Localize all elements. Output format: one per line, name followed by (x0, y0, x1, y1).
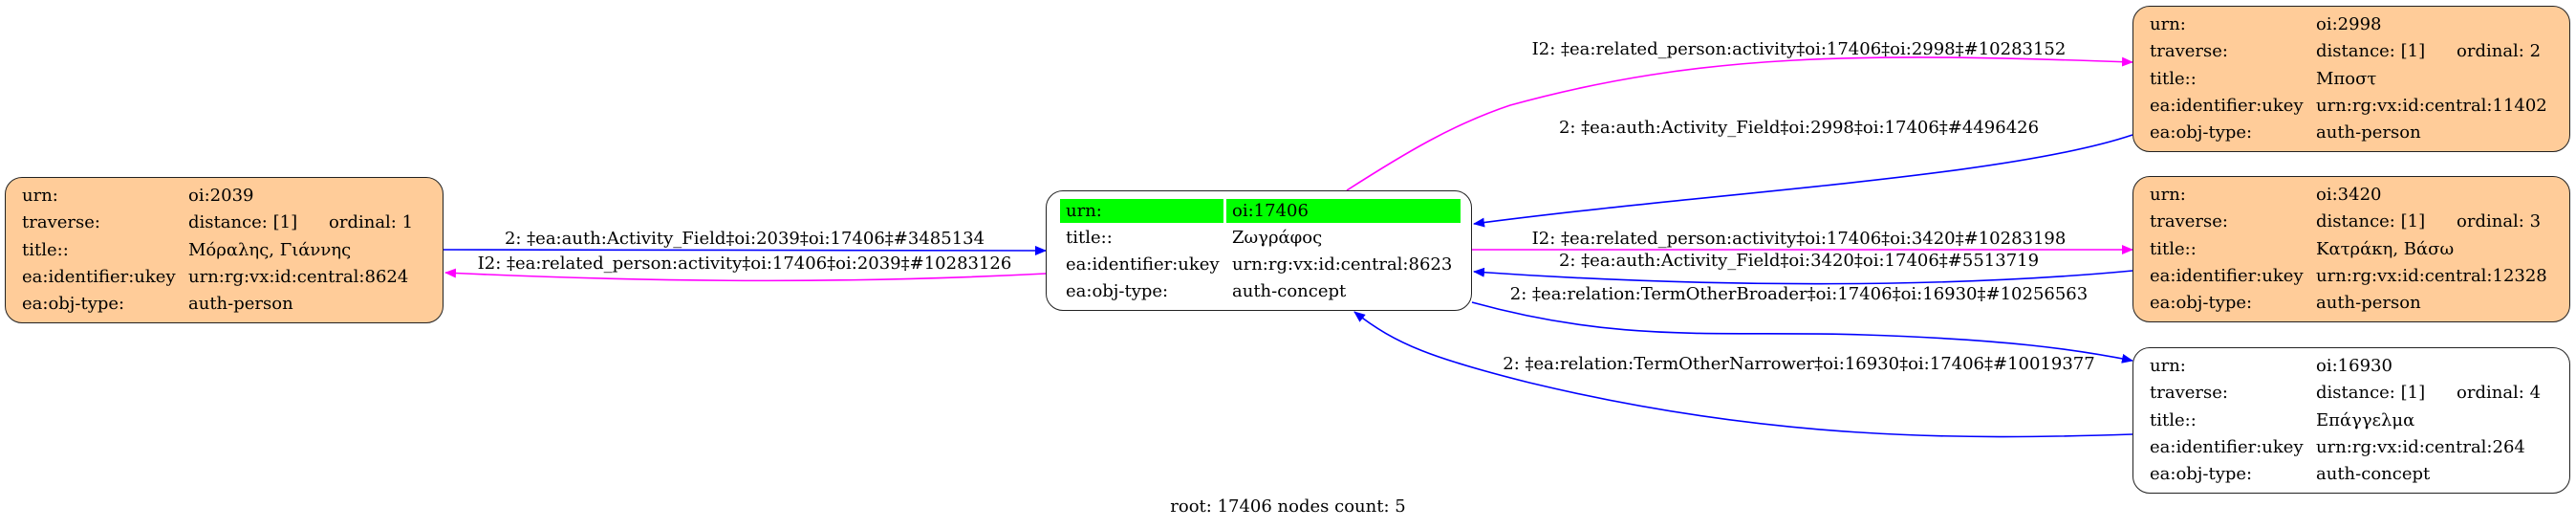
graph-caption: root: 17406 nodes count: 5 (1170, 496, 1406, 517)
field-value: oi:2998 (2316, 14, 2382, 34)
field-value: urn:rg:vx:id:central:11402 (2316, 95, 2547, 116)
field-value: oi:3420 (2316, 185, 2382, 205)
field-value: auth-concept (2316, 464, 2431, 485)
distance: distance: [1] (2316, 383, 2426, 404)
field-value: Μόραλης, Γιάννης (188, 239, 352, 260)
field-label: ea:identifier:ukey (1066, 254, 1220, 275)
edge-label: 2: ‡ea:relation:TermOtherNarrower‡oi:169… (1503, 354, 2094, 374)
field-value: oi:2039 (188, 186, 254, 206)
edge-16930-to-root (1353, 311, 2133, 438)
edge-root-to-2039 (444, 268, 1047, 282)
field-value: urn:rg:vx:id:central:8623 (1232, 254, 1453, 275)
field-label: ea:obj-type: (2150, 293, 2253, 314)
ordinal: ordinal: 3 (2457, 211, 2542, 232)
distance: distance: [1] (2316, 41, 2426, 62)
field-value: urn:rg:vx:id:central:8624 (188, 266, 409, 287)
edge-root-to-16930 (1471, 301, 2133, 364)
field-label: urn: (2150, 356, 2186, 376)
field-label: traverse: (2150, 41, 2228, 62)
field-label: traverse: (2150, 383, 2228, 404)
field-label: urn: (22, 186, 58, 206)
field-value: Κατράκη, Βάσω (2316, 238, 2455, 259)
edge-label: I2: ‡ea:related_person:activity‡oi:17406… (1532, 39, 2067, 59)
edge-label: I2: ‡ea:related_person:activity‡oi:17406… (1532, 229, 2067, 249)
field-label: title:: (1066, 228, 1113, 248)
field-label: title:: (22, 239, 69, 260)
field-value: auth-person (188, 294, 293, 315)
ordinal: ordinal: 1 (329, 212, 414, 233)
field-label: title:: (2150, 238, 2197, 259)
node-2039[interactable]: urn: oi:2039 traverse: distance: [1] ordina… (5, 177, 444, 323)
field-value: auth-person (2316, 122, 2421, 143)
field-label: traverse: (2150, 211, 2228, 232)
field-label: title:: (2150, 68, 2197, 89)
field-label: ea:identifier:ukey (2150, 95, 2304, 116)
edge-label: 2: ‡ea:auth:Activity_Field‡oi:2998‡oi:17… (1559, 118, 2039, 138)
field-label: urn: (1060, 199, 1223, 223)
field-label: ea:obj-type: (2150, 464, 2253, 485)
edge-root-to-2998 (1346, 56, 2133, 191)
field-label: ea:obj-type: (22, 294, 125, 315)
field-label: ea:obj-type: (2150, 122, 2253, 143)
field-value: urn:rg:vx:id:central:12328 (2316, 265, 2547, 286)
field-label: title:: (2150, 409, 2197, 430)
node-3420[interactable]: urn: oi:3420 traverse: distance: [1] ordina… (2132, 176, 2570, 322)
field-label: urn: (2150, 14, 2186, 34)
node-2998[interactable]: urn: oi:2998 traverse: distance: [1] ordina… (2132, 6, 2570, 152)
edge-2998-to-root (1473, 134, 2133, 228)
field-label: urn: (2150, 185, 2186, 205)
root-node[interactable]: urn: oi:17406 title:: Ζωγράφος ea:identi… (1046, 190, 1472, 311)
field-label: ea:identifier:ukey (2150, 436, 2304, 457)
field-value: Μποστ (2316, 68, 2377, 89)
edge-label: I2: ‡ea:related_person:activity‡oi:17406… (478, 253, 1012, 274)
field-value: urn:rg:vx:id:central:264 (2316, 436, 2525, 457)
field-label: traverse: (22, 212, 100, 233)
edge-label: 2: ‡ea:relation:TermOtherBroader‡oi:1740… (1510, 284, 2088, 304)
field-value: auth-concept (1232, 281, 1347, 301)
ordinal: ordinal: 4 (2457, 383, 2542, 404)
node-16930[interactable]: urn: oi:16930 traverse: distance: [1] ordin… (2132, 347, 2570, 494)
field-value: auth-person (2316, 293, 2421, 314)
field-label: ea:obj-type: (1066, 281, 1169, 301)
field-label: ea:identifier:ukey (2150, 265, 2304, 286)
field-value: oi:16930 (2316, 356, 2392, 376)
ordinal: ordinal: 2 (2457, 41, 2542, 62)
edge-label: 2: ‡ea:auth:Activity_Field‡oi:3420‡oi:17… (1559, 251, 2039, 271)
edge-label: 2: ‡ea:auth:Activity_Field‡oi:2039‡oi:17… (505, 229, 985, 249)
field-value: Ζωγράφος (1232, 228, 1323, 248)
field-value: oi:17406 (1226, 199, 1461, 223)
edge-3420-to-root (1473, 267, 2133, 285)
field-value: Επάγγελμα (2316, 409, 2415, 430)
edge-2039-to-root (443, 245, 1047, 255)
field-label: ea:identifier:ukey (22, 266, 176, 287)
distance: distance: [1] (2316, 211, 2426, 232)
distance: distance: [1] (188, 212, 298, 233)
